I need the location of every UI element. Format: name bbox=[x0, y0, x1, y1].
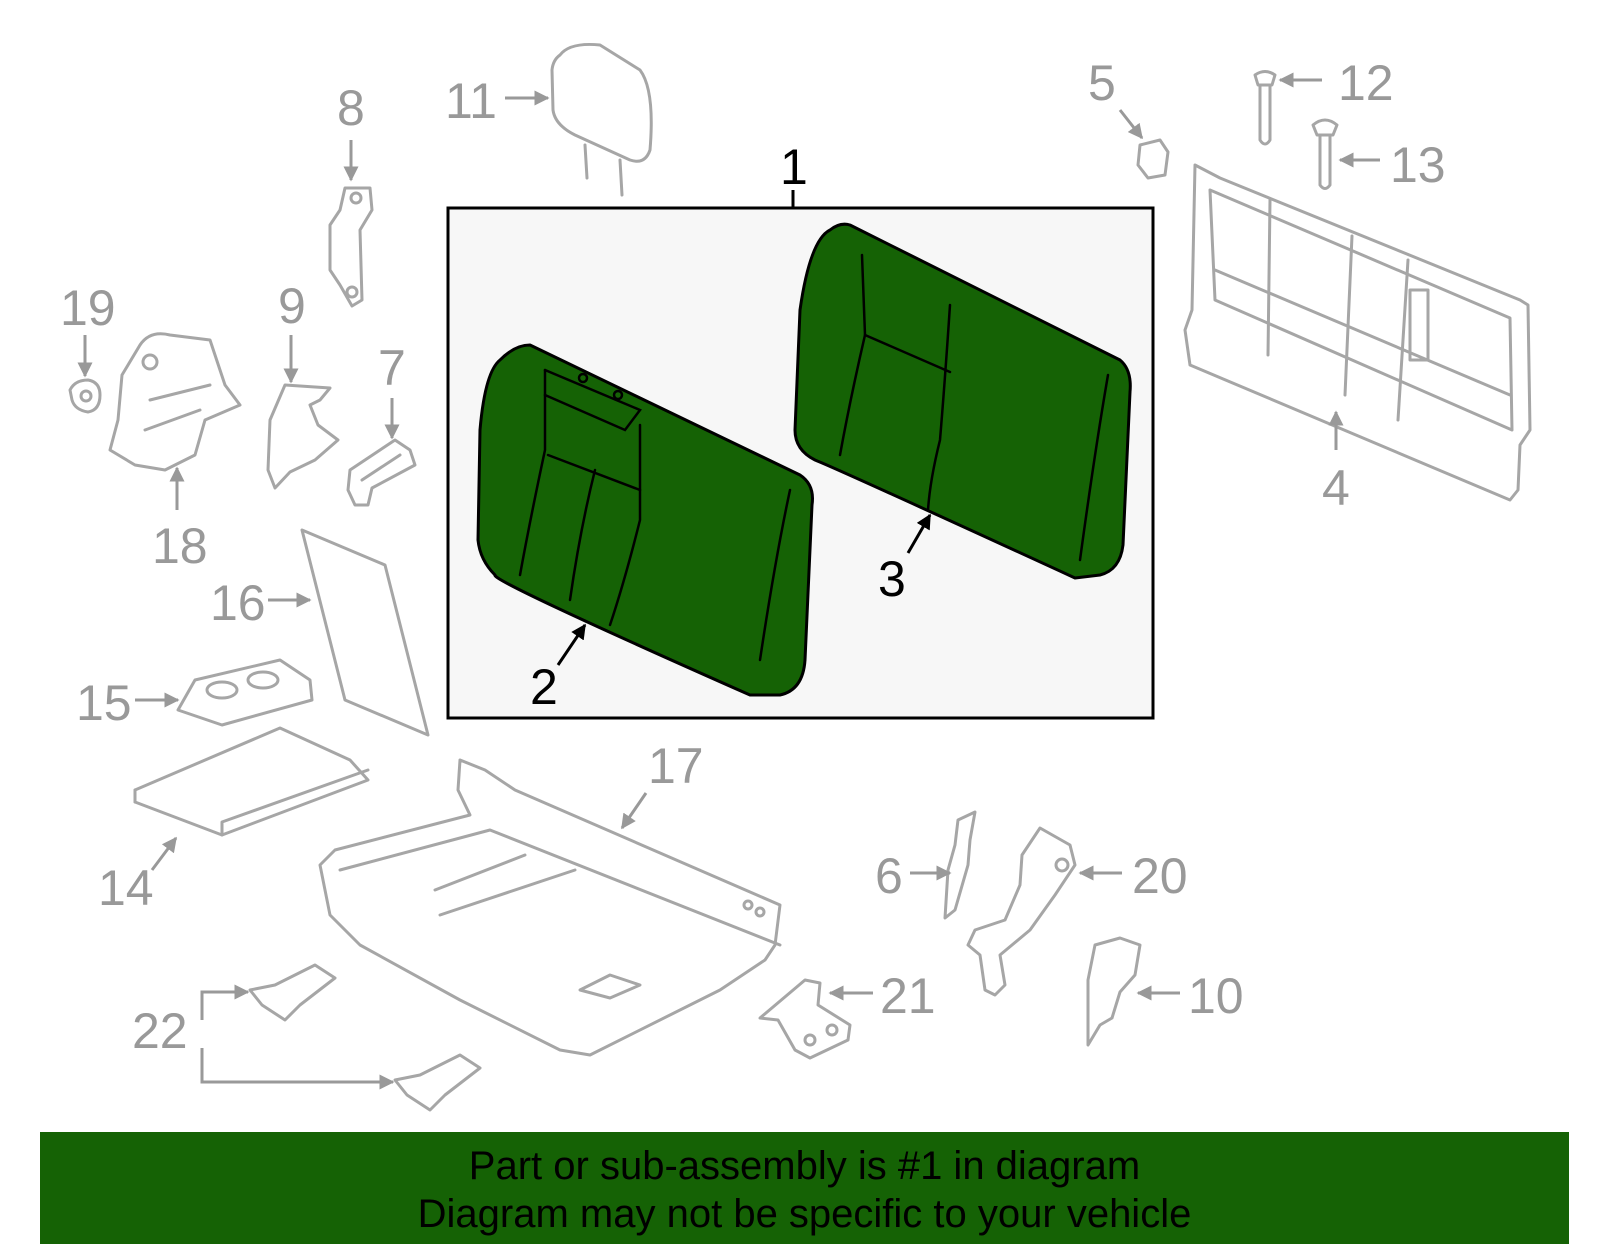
part-7-cover[interactable] bbox=[346, 438, 417, 507]
part-2-seat-back-left[interactable] bbox=[476, 343, 814, 697]
callout-6[interactable]: 6 bbox=[875, 848, 903, 904]
part-12-bolt[interactable] bbox=[1253, 70, 1277, 146]
callout-20[interactable]: 20 bbox=[1132, 848, 1188, 904]
callout-10[interactable]: 10 bbox=[1188, 968, 1244, 1024]
callout-11[interactable]: 11 bbox=[445, 73, 497, 129]
callout-17[interactable]: 17 bbox=[648, 738, 704, 794]
part-15-cup-holder[interactable] bbox=[176, 658, 314, 727]
callout-15[interactable]: 15 bbox=[76, 675, 132, 731]
part-22-clips[interactable] bbox=[248, 963, 482, 1112]
callout-12[interactable]: 12 bbox=[1338, 55, 1394, 111]
part-6-trim-strip[interactable] bbox=[943, 810, 977, 920]
callout-9[interactable]: 9 bbox=[278, 278, 306, 334]
callout-16[interactable]: 16 bbox=[210, 575, 266, 631]
part-14-armrest[interactable] bbox=[133, 726, 370, 837]
callout-8[interactable]: 8 bbox=[337, 80, 365, 136]
part-20-hinge-bracket[interactable] bbox=[966, 826, 1077, 997]
part-3-seat-back-right[interactable] bbox=[793, 222, 1132, 580]
callout-3[interactable]: 3 bbox=[878, 551, 906, 607]
info-banner: Part or sub-assembly is #1 in diagram Di… bbox=[40, 1132, 1569, 1244]
callout-1[interactable]: 1 bbox=[780, 139, 808, 195]
part-21-hinge[interactable] bbox=[758, 978, 852, 1060]
callout-18[interactable]: 18 bbox=[152, 518, 208, 574]
callout-7[interactable]: 7 bbox=[378, 340, 406, 396]
part-11-headrest[interactable] bbox=[550, 43, 653, 197]
part-8-bracket[interactable] bbox=[328, 186, 374, 308]
part-5-clip[interactable] bbox=[1136, 138, 1170, 180]
callout-13[interactable]: 13 bbox=[1390, 137, 1446, 193]
part-13-bolt[interactable] bbox=[1311, 118, 1339, 190]
banner-line-2: Diagram may not be specific to your vehi… bbox=[417, 1192, 1192, 1236]
part-10-trim-cover[interactable] bbox=[1086, 936, 1142, 1047]
callout-2[interactable]: 2 bbox=[530, 659, 558, 715]
part-9-trim[interactable] bbox=[266, 383, 340, 490]
callout-5[interactable]: 5 bbox=[1088, 55, 1116, 111]
callout-14[interactable]: 14 bbox=[98, 860, 154, 916]
part-16-panel[interactable] bbox=[300, 528, 430, 737]
callout-22[interactable]: 22 bbox=[132, 1003, 188, 1059]
callout-21[interactable]: 21 bbox=[880, 968, 936, 1024]
banner-line-1: Part or sub-assembly is #1 in diagram bbox=[468, 1144, 1141, 1188]
part-17-seat-cushion[interactable] bbox=[318, 758, 782, 1057]
part-4-seat-frame[interactable] bbox=[1183, 163, 1532, 502]
callout-4[interactable]: 4 bbox=[1322, 460, 1350, 516]
callout-19[interactable]: 19 bbox=[60, 280, 116, 336]
part-19-clip[interactable] bbox=[68, 378, 102, 414]
part-18-side-cover[interactable] bbox=[108, 332, 242, 472]
